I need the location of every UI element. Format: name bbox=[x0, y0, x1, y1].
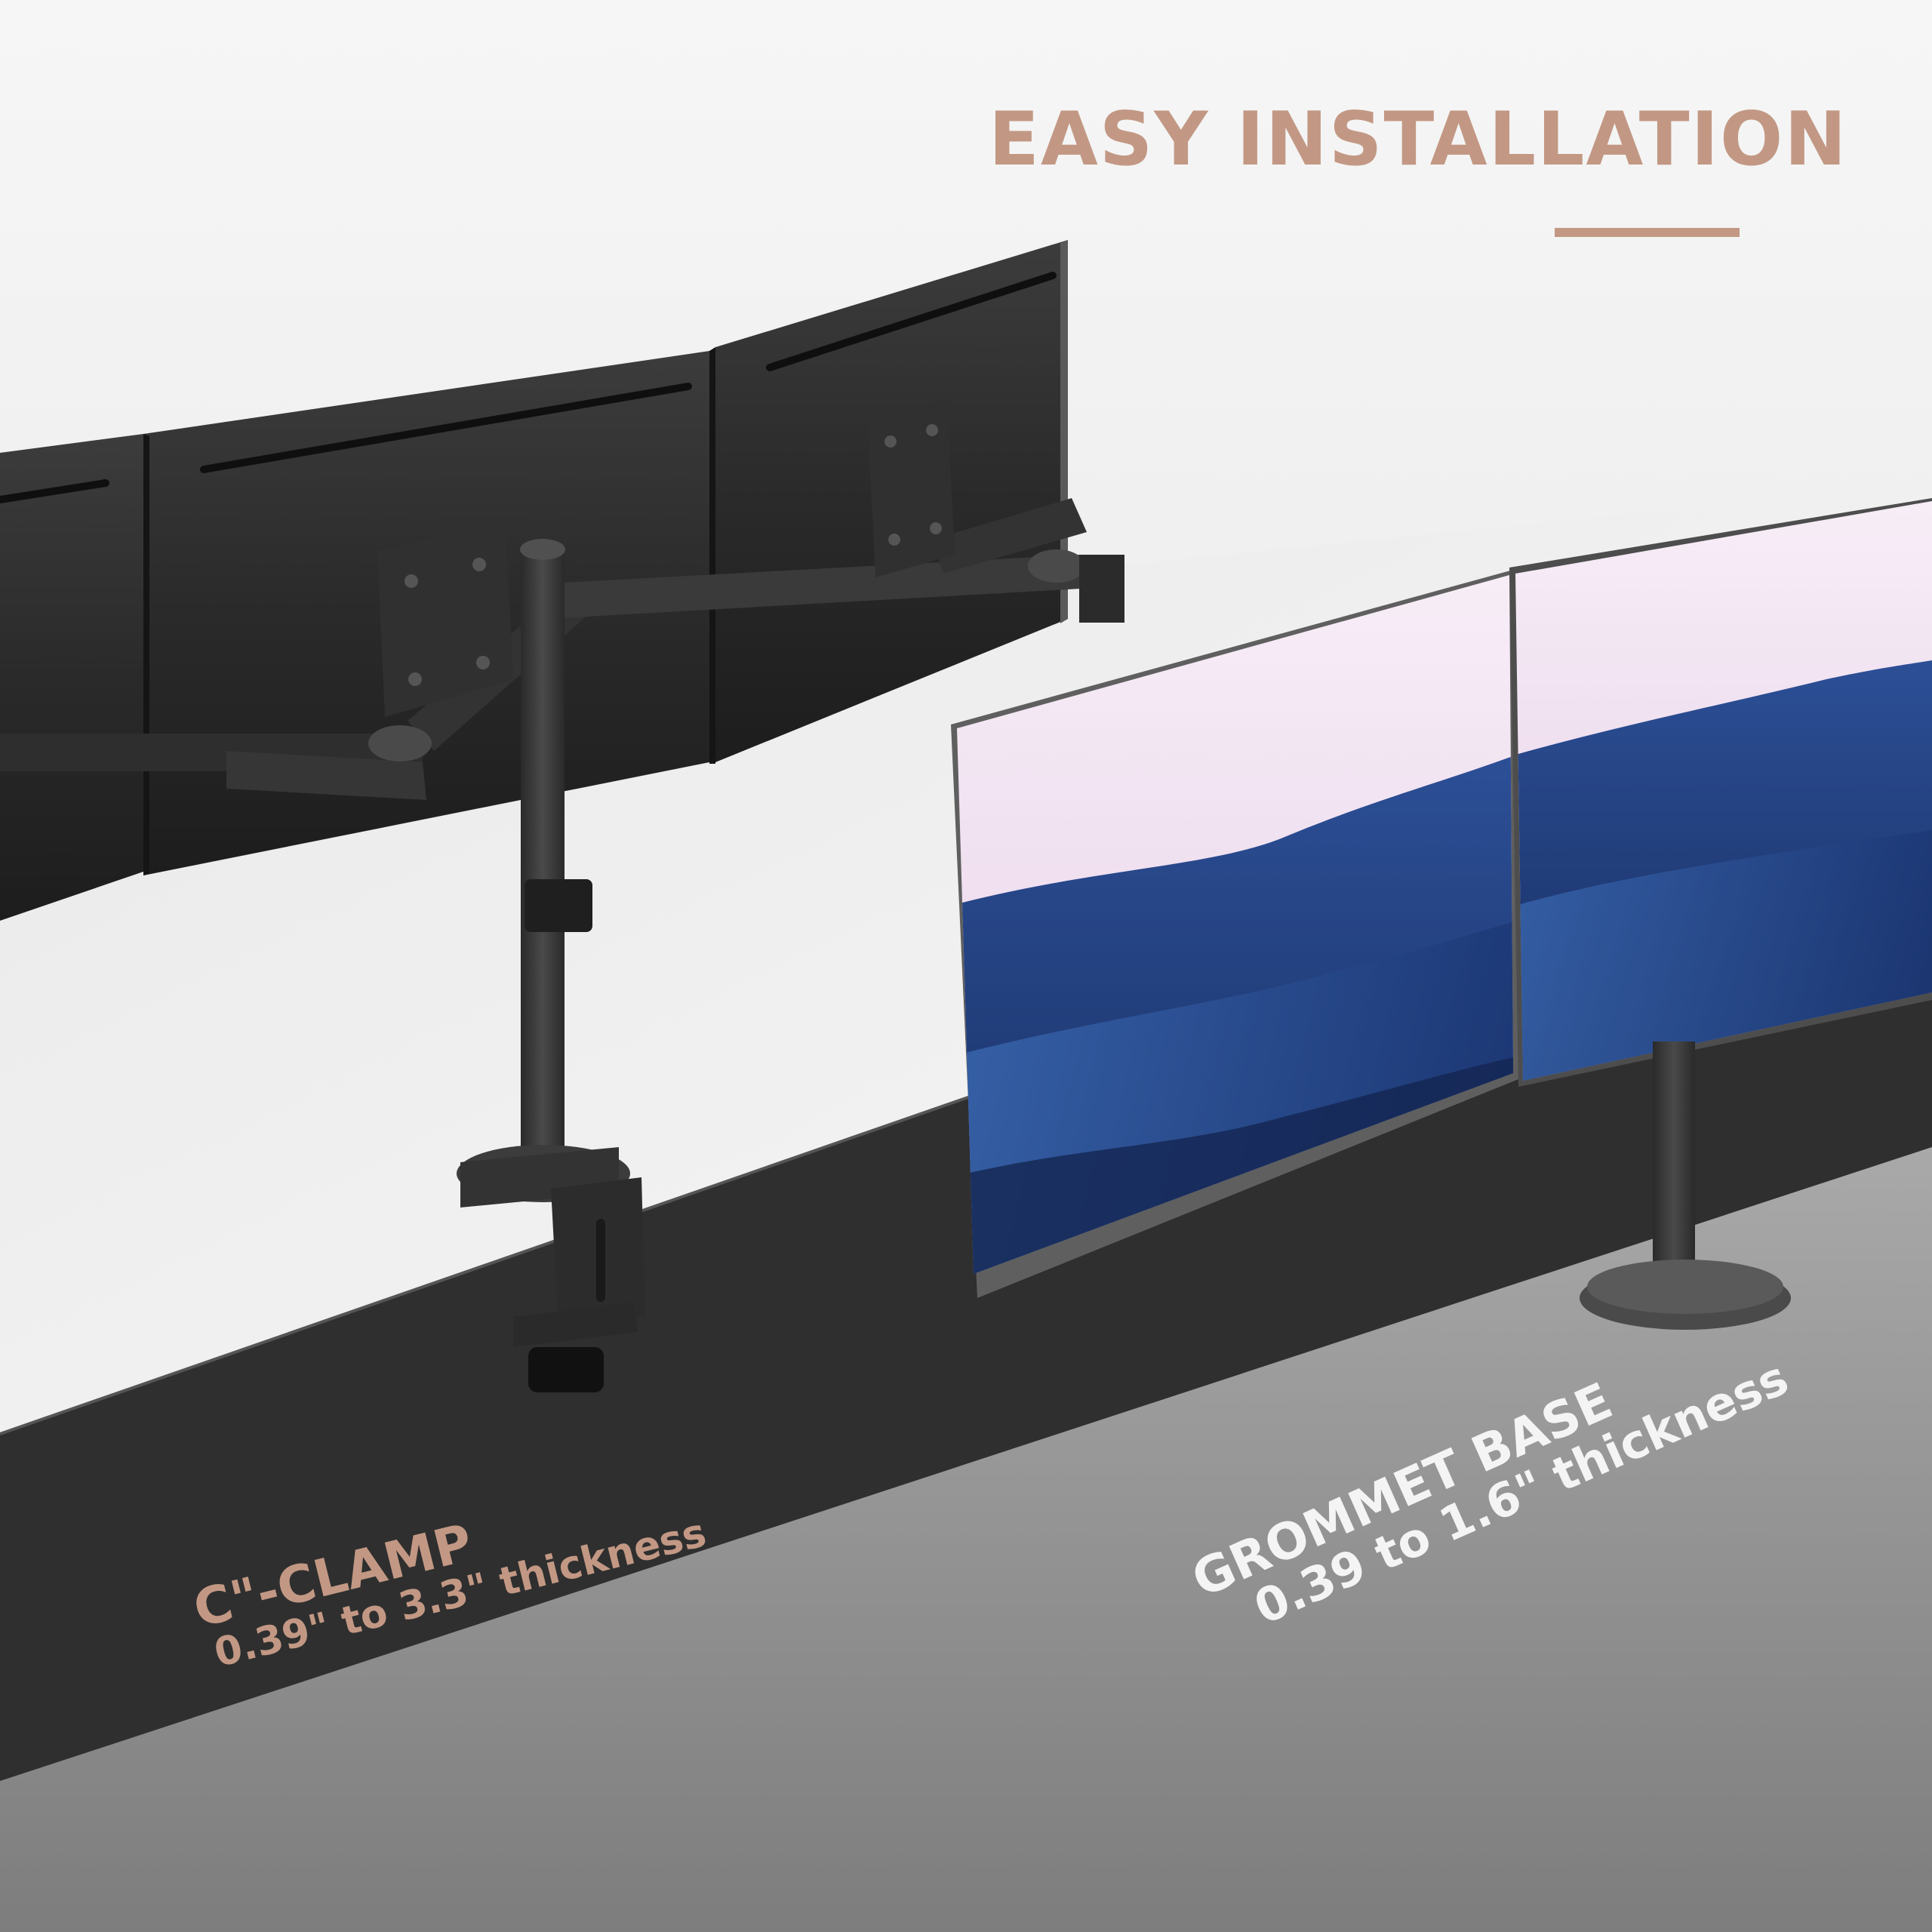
page-title: EASY INSTALLATION bbox=[989, 97, 1848, 183]
dual-monitor-fronts bbox=[951, 498, 1932, 1330]
title-underline bbox=[1555, 228, 1740, 237]
floor bbox=[0, 1147, 1932, 1932]
c-clamp-mount bbox=[0, 400, 1124, 1392]
